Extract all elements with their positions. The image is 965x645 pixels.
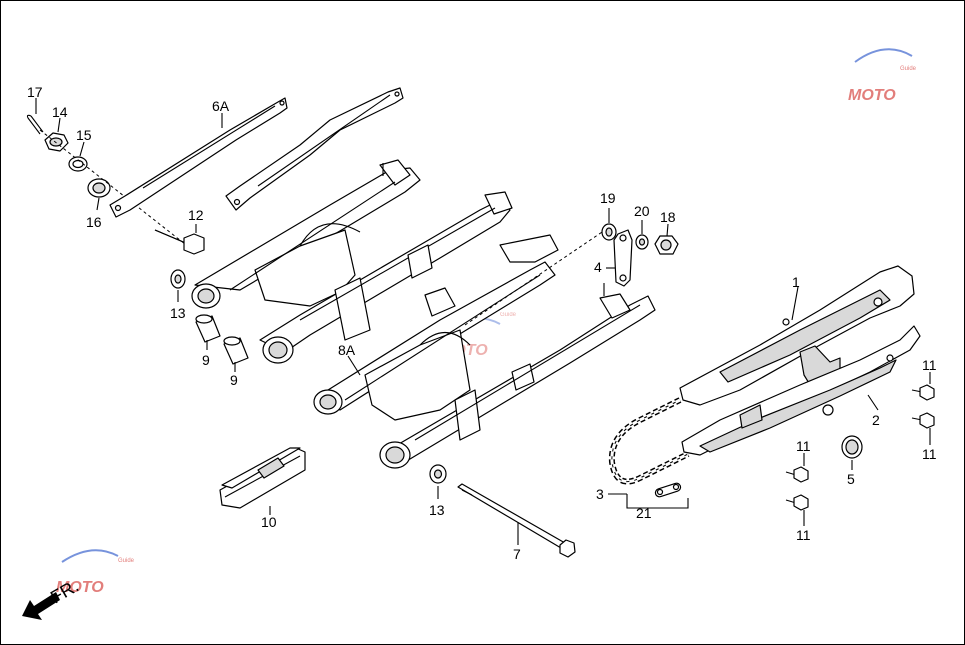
washer-part-13-left xyxy=(170,269,186,302)
label-part-8a: 8A xyxy=(338,342,356,358)
label-part-10: 10 xyxy=(261,514,277,530)
front-direction-arrow-icon xyxy=(22,592,60,620)
roller-part-19 xyxy=(601,208,617,241)
label-part-13-left: 13 xyxy=(170,305,186,321)
pivot-bolt-part-12 xyxy=(154,224,205,255)
adjuster-axis-line xyxy=(464,227,609,326)
bolt-part-11-a xyxy=(911,372,935,401)
label-part-13-center: 13 xyxy=(429,502,445,518)
nut-part-18 xyxy=(654,223,679,255)
label-part-5: 5 xyxy=(847,471,855,487)
bolt-part-11-d xyxy=(785,494,809,526)
swingarm-upper-assembly xyxy=(191,159,513,364)
label-part-21: 21 xyxy=(636,505,652,521)
label-part-14: 14 xyxy=(52,104,68,120)
label-part-16: 16 xyxy=(86,214,102,230)
label-part-2: 2 xyxy=(872,412,880,428)
svg-text:Guide: Guide xyxy=(500,312,517,318)
label-part-12: 12 xyxy=(188,207,204,223)
label-part-3: 3 xyxy=(596,486,604,502)
svg-text:MOTO: MOTO xyxy=(56,579,104,596)
assembly-axis-line xyxy=(39,129,191,249)
swingarm-part-8a xyxy=(313,234,656,469)
label-part-11-d: 11 xyxy=(796,527,811,543)
label-part-20: 20 xyxy=(634,203,650,219)
svg-text:MOTO: MOTO xyxy=(848,87,896,104)
washer-part-15 xyxy=(68,141,88,172)
svg-text:Guide: Guide xyxy=(900,66,917,72)
label-part-17: 17 xyxy=(27,84,43,100)
label-part-9-a: 9 xyxy=(202,352,210,368)
plate-part-4 xyxy=(606,229,633,287)
chain-case-lower-part-2 xyxy=(681,325,921,456)
label-part-11-b: 11 xyxy=(922,446,937,462)
axle-part-7 xyxy=(457,483,576,558)
watermark-top-right: MOTO Guide xyxy=(848,48,917,104)
cotter-pin-part xyxy=(26,98,44,135)
bushing-part-16 xyxy=(87,178,111,211)
label-part-19: 19 xyxy=(600,190,616,206)
bolt-part-11-c xyxy=(785,453,809,483)
nut-part-14 xyxy=(44,117,69,152)
label-part-18: 18 xyxy=(660,209,676,225)
label-part-9-b: 9 xyxy=(230,372,238,388)
torque-link-part-6a xyxy=(109,87,404,218)
label-part-11-c: 11 xyxy=(796,438,811,454)
cap-part-5 xyxy=(841,435,863,470)
washer-part-13-center xyxy=(429,464,447,499)
washer-part-20 xyxy=(635,220,649,250)
svg-text:Guide: Guide xyxy=(118,558,135,564)
label-part-4: 4 xyxy=(594,259,602,275)
bolt-part-11-b xyxy=(911,412,935,445)
label-part-6a: 6A xyxy=(212,98,230,114)
chain-slider-part-10 xyxy=(219,447,306,515)
drive-chain-part-3 xyxy=(608,397,690,495)
label-part-7: 7 xyxy=(513,546,521,562)
bushing-part-9-a xyxy=(195,314,221,350)
master-link-part-21 xyxy=(626,482,689,509)
label-part-1: 1 xyxy=(792,274,800,290)
bushing-part-9-b xyxy=(223,336,249,372)
watermark-bottom-left: MOTO Guide xyxy=(56,549,135,596)
label-part-11-a: 11 xyxy=(922,357,937,373)
label-part-15: 15 xyxy=(76,127,92,143)
